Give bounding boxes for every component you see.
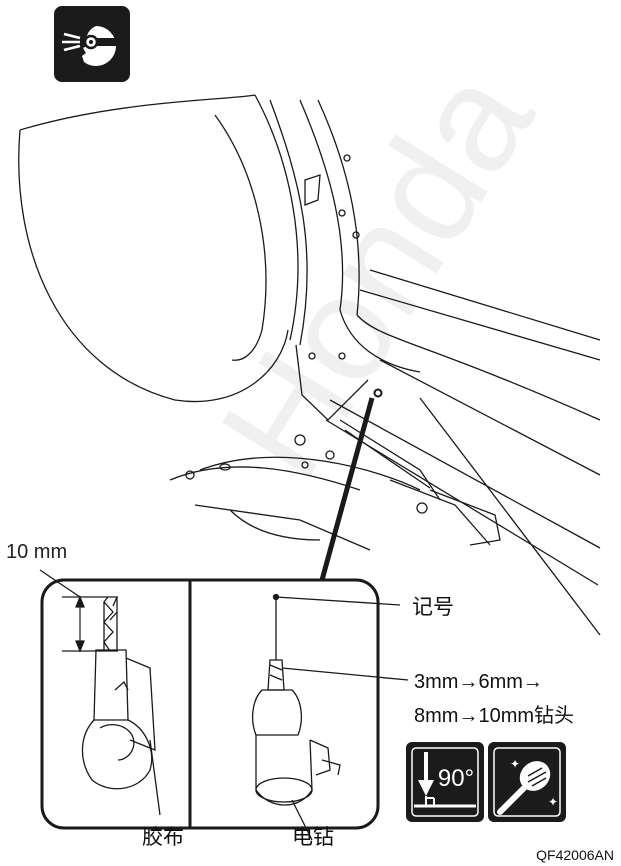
tape-label: 胶布 [142, 825, 184, 849]
electric-drill-label: 电钻 [292, 825, 334, 849]
drill-bit-with-tape [39, 569, 161, 816]
body-edge-line [419, 397, 601, 636]
deburr-tool-icon: ✦ ✦ [488, 742, 566, 822]
svg-text:✦: ✦ [548, 795, 558, 809]
detail-callout-box [40, 578, 380, 830]
eye-protection-icon [54, 6, 130, 82]
mark-label: 记号 [412, 595, 454, 619]
callout-leader-line [319, 397, 375, 581]
svg-text:✦: ✦ [510, 757, 520, 771]
drill-angle-90-icon: 90° [406, 742, 484, 822]
dimension-label: 10 mm [6, 541, 67, 563]
drill-sizes-line1: 3mm→6mm→ [414, 671, 543, 693]
electric-drill-illustration [251, 593, 409, 841]
vehicle-body-illustration [18, 94, 601, 586]
drill-sizes-line2: 8mm→10mm钻头 [414, 704, 574, 727]
figure-code: QF42006AN [536, 847, 614, 863]
angle-label: 90° [438, 765, 474, 792]
